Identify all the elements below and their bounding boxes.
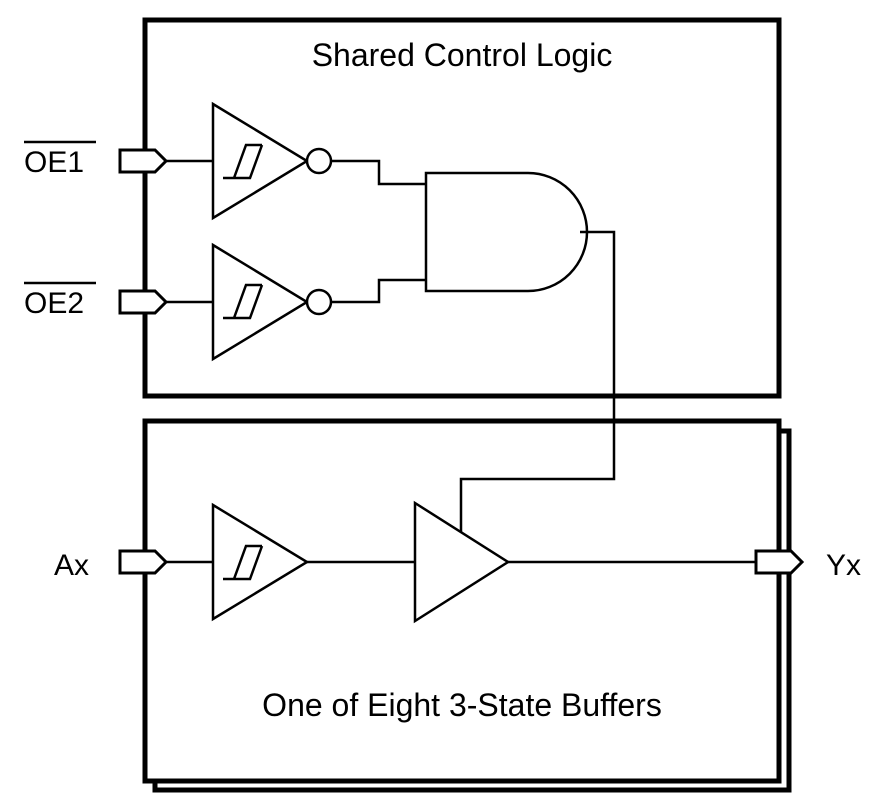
input-pin-icon bbox=[118, 148, 169, 174]
buffer-block-title: One of Eight 3-State Buffers bbox=[262, 687, 662, 723]
ax-label: Ax bbox=[54, 549, 89, 582]
oe2-input: OE2 bbox=[24, 242, 426, 362]
enable-wire bbox=[459, 230, 616, 532]
oe2-label: OE2 bbox=[24, 287, 84, 320]
input-pin-icon bbox=[118, 549, 169, 575]
schmitt-inverter-2 bbox=[211, 242, 310, 362]
schmitt-buffer bbox=[211, 502, 310, 622]
schmitt-inverter-1 bbox=[211, 101, 310, 221]
and-gate bbox=[424, 171, 589, 293]
shared-control-title: Shared Control Logic bbox=[312, 37, 613, 73]
oe1-input: OE1 bbox=[24, 101, 426, 221]
yx-output: Yx bbox=[754, 549, 861, 582]
hysteresis-icon bbox=[223, 544, 264, 581]
input-pin-icon bbox=[118, 289, 169, 315]
oe1-label: OE1 bbox=[24, 146, 84, 179]
tri-state-buffer bbox=[413, 500, 511, 624]
output-pin-icon bbox=[754, 549, 805, 575]
inversion-bubble bbox=[305, 288, 333, 316]
yx-label: Yx bbox=[826, 549, 861, 582]
ax-input: Ax bbox=[54, 502, 415, 622]
hysteresis-icon bbox=[223, 143, 264, 180]
hysteresis-icon bbox=[223, 283, 264, 320]
inversion-bubble bbox=[305, 147, 333, 175]
